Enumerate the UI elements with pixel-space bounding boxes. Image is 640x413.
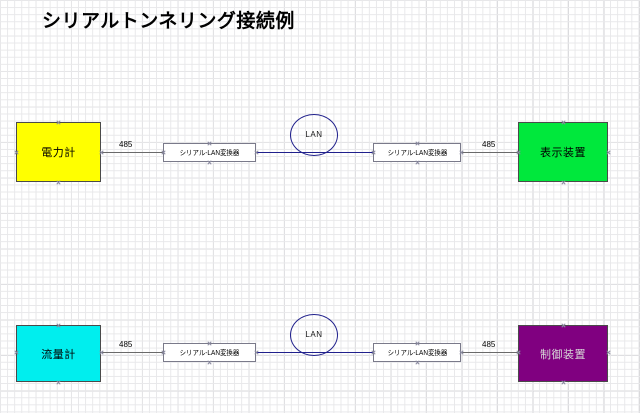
converter-box-bottom-right[interactable]: シリアル-LAN変換器: [373, 343, 461, 362]
lan-cloud-label-top: LAN: [305, 130, 323, 139]
device-label-control-device: 制御装置: [540, 348, 586, 361]
link-label-bottom-right: 485: [482, 340, 496, 349]
link-label-bottom-left: 485: [119, 340, 133, 349]
device-box-power-meter[interactable]: 電力計: [16, 122, 101, 182]
page-title: シリアルトンネリング接続例: [42, 11, 295, 32]
converter-label-top-left: シリアル-LAN変換器: [179, 149, 240, 157]
device-label-display-device: 表示装置: [540, 147, 586, 159]
converter-box-top-right[interactable]: シリアル-LAN変換器: [373, 143, 461, 162]
device-box-control-device[interactable]: 制御装置: [518, 325, 608, 382]
lan-cloud-bottom[interactable]: LAN: [290, 314, 338, 356]
serial-link-bottom-left: [101, 352, 163, 353]
device-label-flow-meter: 流量計: [41, 348, 76, 361]
lan-cloud-top[interactable]: LAN: [290, 114, 338, 156]
lan-cloud-label-bottom: LAN: [305, 330, 323, 339]
converter-box-top-left[interactable]: シリアル-LAN変換器: [163, 143, 256, 162]
device-label-power-meter: 電力計: [41, 147, 76, 159]
device-box-display-device[interactable]: 表示装置: [518, 122, 608, 182]
converter-label-top-right: シリアル-LAN変換器: [387, 149, 447, 157]
serial-link-top-left: [101, 152, 163, 153]
link-label-top-right: 485: [482, 140, 496, 149]
serial-link-bottom-right: [461, 352, 518, 353]
converter-box-bottom-left[interactable]: シリアル-LAN変換器: [163, 343, 256, 362]
link-label-top-left: 485: [119, 140, 133, 149]
converter-label-bottom-right: シリアル-LAN変換器: [387, 349, 447, 357]
converter-label-bottom-left: シリアル-LAN変換器: [179, 349, 240, 357]
serial-link-top-right: [461, 152, 518, 153]
device-box-flow-meter[interactable]: 流量計: [16, 325, 101, 382]
